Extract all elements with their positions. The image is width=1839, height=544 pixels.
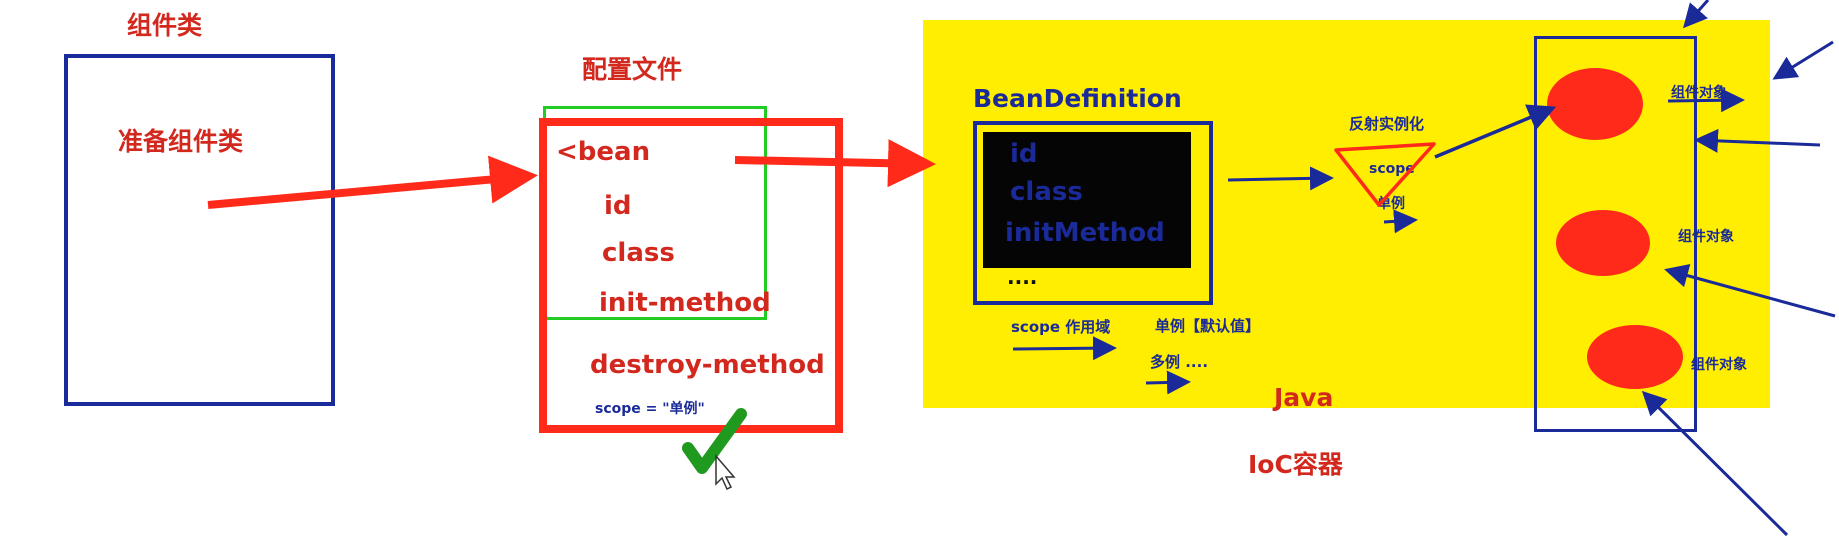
config-attr-id: id [604,191,632,221]
bd-field-initmethod: initMethod [1005,218,1165,248]
arrow-request-upper [1772,40,1834,80]
arrow-request-2 [1664,263,1836,318]
scope-label: scope [1369,161,1415,177]
object-label-3: 组件对象 [1691,357,1747,373]
bean-definition-frame [973,121,1213,305]
arrow-scope-desc [1012,336,1117,361]
ioc-container-label: IoC容器 [1248,450,1343,479]
config-title: 配置文件 [582,55,683,84]
arrow-object-1-out [1667,88,1745,113]
component-box-label: 准备组件类 [118,127,244,156]
singleton-default: 单例【默认值】 [1155,317,1261,335]
config-attr-init: init-method [599,288,771,318]
object-label-1: 组件对象 [1671,85,1727,101]
arrow-request-1 [1694,128,1821,153]
object-instance-3 [1587,325,1683,389]
bd-field-class: class [1010,177,1083,207]
reflect-label: 反射实例化 [1349,115,1425,133]
scope-triangle [1334,142,1436,207]
arrow-reflect-to-object [1434,104,1557,159]
arrow-request-3 [1641,390,1789,537]
object-column-box [1534,36,1697,432]
arrow-config-to-beandefinition [734,139,936,188]
arrow-prototype [1145,370,1191,395]
cursor-icon [715,453,736,491]
object-label-2: 组件对象 [1678,229,1734,245]
arrow-component-to-config [207,155,538,209]
prototype-label: 多例 .... [1150,353,1209,371]
config-attr-destroy: destroy-method [590,350,825,380]
config-bean-box [539,118,843,433]
arrow-singleton [1383,209,1418,234]
check-icon [682,408,747,474]
object-instance-1 [1547,68,1643,140]
config-scope-note: scope = "单例" [595,401,705,417]
arrow-bd-to-reflect [1227,166,1334,191]
component-class-box [64,54,335,406]
bean-definition-panel [983,132,1191,268]
config-attr-class: class [602,238,675,268]
config-bean-tag: <bean [556,137,651,167]
bean-definition-title: BeanDefinition [973,84,1182,113]
scope-desc: scope 作用域 [1011,318,1111,336]
component-title: 组件类 [127,11,203,40]
object-instance-2 [1556,210,1650,276]
bd-more: .... [1007,265,1038,289]
arrow-request-top [1683,0,1710,29]
java-label: Java [1274,383,1334,412]
bd-field-id: id [1010,139,1038,169]
